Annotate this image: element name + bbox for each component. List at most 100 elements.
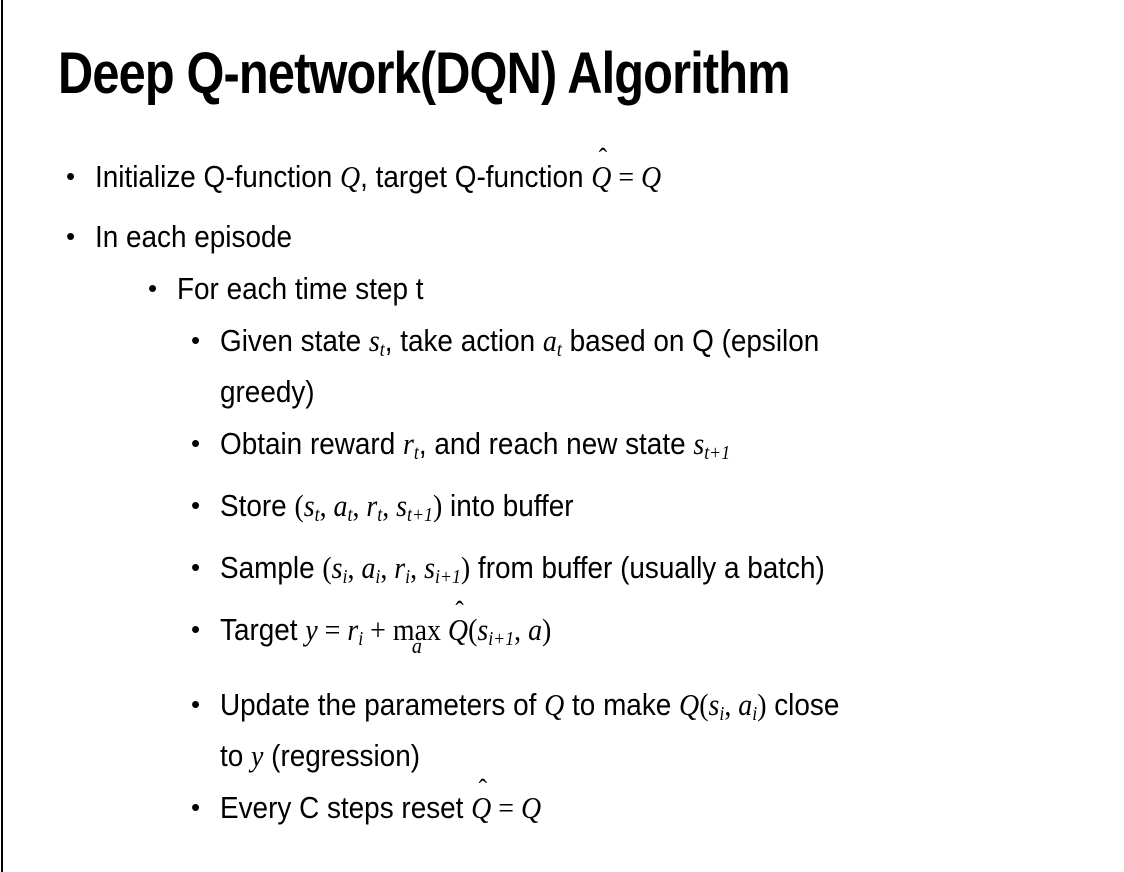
text-segment: from buffer (usually a batch)	[470, 549, 825, 585]
math-symbol: ,	[724, 686, 739, 722]
text-segment: For each time step t	[177, 271, 424, 306]
math-subscript: i	[405, 565, 411, 588]
math-var: Q	[447, 611, 469, 647]
math-var: Q	[471, 789, 492, 825]
math-symbol: (	[699, 686, 709, 722]
math-symbol: (	[294, 487, 304, 523]
math-subscript: t+1	[704, 441, 731, 464]
math-var: r	[347, 611, 359, 647]
math-var: s	[693, 425, 705, 461]
bullet-icon: •	[191, 551, 201, 582]
text-segment: to make	[564, 686, 680, 722]
bullet-icon: •	[191, 688, 201, 719]
math-symbol: =	[611, 159, 642, 194]
math-var: s	[477, 611, 489, 647]
bullet-item: • Sample (si, ai, ri, si+1) from buffer (…	[0, 547, 1124, 598]
math-var: r	[366, 487, 378, 523]
text-segment: , target Q-function	[360, 159, 592, 194]
hat-icon: ˆ	[478, 773, 488, 805]
math-var: a	[542, 323, 557, 358]
text-segment: Store	[220, 487, 295, 523]
text-segment: , and reach new state	[418, 425, 694, 461]
math-var: y	[251, 737, 264, 773]
math-symbol: ,	[514, 611, 529, 647]
bullet-item: •Initialize Q-function Q, target Q-funct…	[0, 144, 1124, 197]
bullet-icon: •	[191, 325, 201, 355]
bullet-list: •Initialize Q-function Q, target Q-funct…	[0, 144, 1124, 828]
math-symbol: )	[542, 611, 552, 647]
hat-icon: ˆ	[455, 595, 464, 627]
math-symbol: ,	[347, 549, 362, 585]
math-var: a	[738, 686, 753, 722]
math-subscript: i+1	[434, 565, 461, 588]
hat-icon: ˆ	[598, 142, 608, 174]
math-var: s	[331, 549, 343, 585]
bullet-text: Given state st, take action at based on …	[220, 320, 819, 412]
math-symbol: ,	[319, 487, 334, 523]
slide-left-border	[1, 0, 3, 872]
math-var: a	[333, 487, 348, 523]
math-var: Q	[641, 159, 662, 194]
bullet-icon: •	[66, 221, 76, 251]
bullet-icon: •	[191, 613, 201, 644]
slide-title: Deep Q-network(DQN) Algorithm	[58, 41, 791, 106]
math-symbol: ,	[380, 549, 395, 585]
text-segment: Obtain reward	[220, 425, 403, 461]
bullet-text: In each episode	[95, 216, 292, 257]
math-var: s	[368, 323, 380, 358]
bullet-item: •Update the parameters of Q to make Q(si…	[0, 684, 1124, 776]
math-var: Q	[544, 686, 565, 722]
math-subscript: i+1	[488, 627, 515, 650]
math-var: a	[361, 549, 376, 585]
text-segment: , take action	[384, 323, 543, 358]
math-symbol: =	[491, 789, 522, 825]
math-var: r	[402, 425, 414, 461]
math-var: Q	[340, 159, 361, 194]
math-var: Q	[521, 789, 542, 825]
text-segment: close	[766, 686, 840, 722]
math-var: s	[396, 487, 408, 523]
math-subscript: t	[379, 338, 385, 361]
math-subscript: t	[347, 503, 353, 526]
bullet-text: For each time step t	[177, 268, 424, 309]
math-subscript: i	[342, 565, 348, 588]
math-var: r	[394, 549, 406, 585]
bullet-icon: •	[148, 273, 158, 303]
math-symbol: ,	[410, 549, 425, 585]
bullet-icon: •	[191, 791, 201, 822]
text-segment: greedy)	[220, 373, 315, 409]
math-var: a	[528, 611, 543, 647]
text-segment: Initialize Q-function	[95, 159, 341, 194]
math-var: s	[303, 487, 315, 523]
bullet-text: Store (st, at, rt, st+1) into buffer	[220, 485, 574, 536]
math-var: s	[424, 549, 435, 585]
math-subscript: t	[413, 441, 419, 464]
math-symbol	[441, 612, 448, 647]
bullet-text: Sample (si, ai, ri, si+1) from buffer (u…	[220, 547, 825, 598]
operator-name: max	[392, 611, 441, 647]
operator-under: a	[411, 633, 422, 659]
text-segment: (regression)	[263, 737, 421, 773]
math-var: Q	[591, 159, 612, 194]
math-var: Q	[679, 686, 700, 722]
bullet-item: •Store (st, at, rt, st+1) into buffer	[0, 485, 1124, 536]
math-subscript: i	[358, 627, 364, 650]
math-symbol: )	[460, 549, 471, 585]
math-symbol: (	[468, 611, 478, 647]
math-subscript: i	[719, 702, 725, 725]
text-segment: Target	[220, 611, 306, 647]
text-segment: Given state	[220, 323, 369, 358]
bullet-item: • In each episode	[0, 216, 1124, 257]
text-segment: to	[220, 737, 252, 773]
bullet-item: •Obtain reward rt, and reach new state s…	[0, 423, 1124, 474]
bullet-text: Initialize Q-function Q, target Q-functi…	[95, 144, 662, 197]
bullet-icon: •	[66, 161, 76, 191]
math-symbol: =	[317, 611, 348, 647]
bullet-item: • For each time step t	[0, 268, 1124, 309]
